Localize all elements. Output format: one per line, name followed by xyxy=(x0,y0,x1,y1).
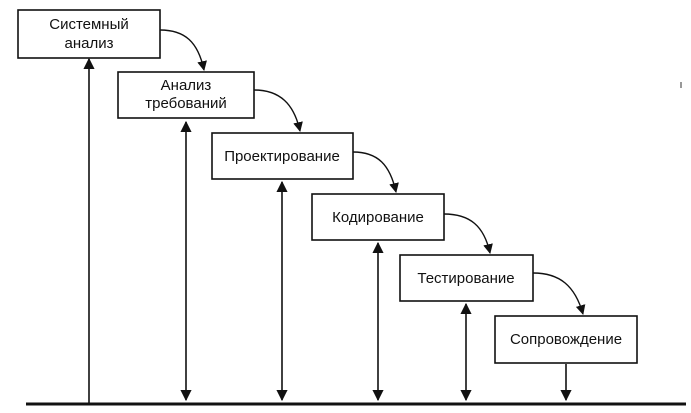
stage-label-system-analysis-line1: Системный xyxy=(49,16,129,33)
stage-label-system-analysis-line2: анализ xyxy=(65,35,114,52)
stage-box-coding: Кодирование xyxy=(312,194,444,240)
stage-box-system-analysis: Системный анализ xyxy=(18,10,160,58)
stage-label-maintenance: Сопровождение xyxy=(510,331,622,348)
stage-label-coding: Кодирование xyxy=(332,209,424,226)
transition-arrow-3 xyxy=(353,152,396,192)
stage-box-design: Проектирование xyxy=(212,133,353,179)
transition-arrow-4 xyxy=(444,214,490,253)
stage-label-requirements-analysis-line1: Анализ xyxy=(161,77,212,94)
stage-label-design: Проектирование xyxy=(224,148,340,165)
stage-label-testing: Тестирование xyxy=(417,270,514,287)
stage-label-requirements-analysis-line2: требований xyxy=(145,95,227,112)
transition-arrow-1 xyxy=(160,30,204,70)
stage-box-testing: Тестирование xyxy=(400,255,533,301)
stage-box-maintenance: Сопровождение xyxy=(495,316,637,363)
transition-arrow-5 xyxy=(533,273,583,314)
transition-arrow-2 xyxy=(254,90,300,131)
stage-box-requirements-analysis: Анализ требований xyxy=(118,72,254,118)
